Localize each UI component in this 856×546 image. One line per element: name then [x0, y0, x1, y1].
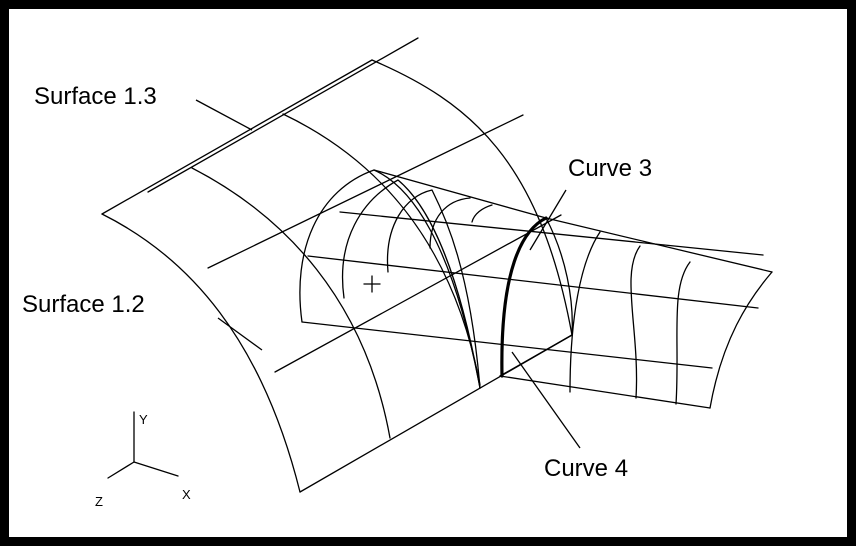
label-curve-4: Curve 4	[544, 455, 628, 482]
small-surface-arch-3	[429, 197, 471, 249]
large-surface-arc-2	[282, 113, 481, 386]
curve-4[interactable]	[500, 216, 548, 378]
triad-x-label: X	[182, 487, 191, 502]
label-surface-1-3: Surface 1.3	[34, 83, 157, 110]
small-surface-bottom-edge	[499, 375, 711, 409]
ext-arc-1	[569, 231, 601, 393]
ext-arc-2	[630, 245, 641, 399]
small-surface-arch-2	[386, 189, 481, 389]
small-surface-far-top	[545, 217, 773, 273]
large-surface-top-edge	[101, 59, 373, 215]
leader-surface-1-2	[217, 317, 263, 351]
small-surface-wireframe	[299, 169, 773, 409]
small-surface-top-edge	[373, 169, 547, 219]
large-surface-left-edge	[101, 213, 301, 493]
label-curve-3: Curve 3	[568, 155, 652, 182]
small-surface-arch-4	[471, 204, 493, 223]
large-surface-ruling-3	[274, 214, 562, 373]
coordinate-triad: Y Z X	[95, 411, 191, 509]
large-surface-wireframe	[101, 37, 573, 493]
leader-curve-4	[511, 351, 581, 449]
leader-surface-1-3	[195, 99, 253, 131]
triad-z-axis	[107, 461, 135, 479]
small-surface-ruling-2	[307, 255, 759, 309]
small-surface-arch-1	[341, 179, 481, 389]
ext-arc-3	[675, 261, 691, 405]
large-surface-right-edge	[371, 59, 573, 336]
small-surface-ruling-3	[301, 321, 713, 369]
label-surface-1-2: Surface 1.2	[22, 291, 145, 318]
small-surface-ruling-1	[339, 211, 764, 256]
crosshair-cursor-icon	[363, 275, 381, 293]
triad-x-axis	[133, 461, 179, 477]
triad-y-label: Y	[139, 412, 148, 427]
leader-curve-3	[529, 189, 567, 251]
large-surface-ruling-2	[207, 114, 524, 269]
large-surface-ruling-1	[147, 37, 419, 193]
small-surface-cut-line	[499, 334, 573, 377]
small-surface-right-edge	[709, 271, 773, 409]
large-surface-arc-1	[191, 167, 391, 439]
small-surface-right-arch	[545, 217, 573, 336]
triad-z-label: Z	[95, 494, 103, 509]
